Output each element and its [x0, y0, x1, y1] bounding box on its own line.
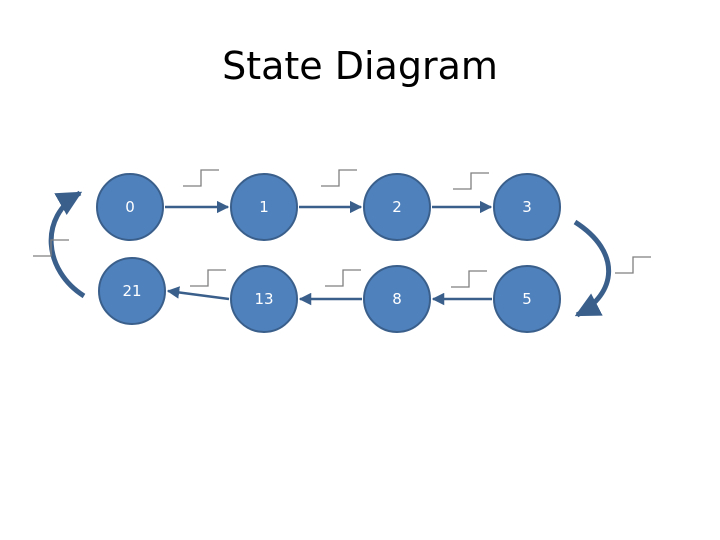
- state-label: 5: [522, 290, 532, 308]
- rising-edge-icon: [33, 239, 69, 257]
- state-node-s2: 2: [363, 173, 431, 241]
- transition-s3-to-s5: [573, 219, 612, 318]
- state-label: 3: [522, 198, 532, 216]
- state-circle: [230, 265, 298, 333]
- page-title: State Diagram: [222, 44, 498, 88]
- state-label: 1: [259, 198, 269, 216]
- rising-edge-icon: [190, 269, 226, 287]
- state-circle: [96, 173, 164, 241]
- state-node-s5: 5: [493, 265, 561, 333]
- state-circle: [363, 173, 431, 241]
- state-label: 2: [392, 198, 402, 216]
- state-label: 21: [122, 282, 141, 300]
- rising-edge-icon: [321, 169, 357, 187]
- state-circle: [98, 257, 166, 325]
- state-node-s3: 3: [493, 173, 561, 241]
- state-label: 8: [392, 290, 402, 308]
- rising-edge-icon: [615, 256, 651, 274]
- state-circle: [493, 173, 561, 241]
- rising-edge-icon: [325, 269, 361, 287]
- state-circle: [363, 265, 431, 333]
- state-node-s21: 21: [98, 257, 166, 325]
- state-node-s13: 13: [230, 265, 298, 333]
- rising-edge-icon: [451, 270, 487, 288]
- state-node-s8: 8: [363, 265, 431, 333]
- transition-s21-to-s0: [48, 190, 86, 299]
- state-node-s0: 0: [96, 173, 164, 241]
- state-circle: [230, 173, 298, 241]
- state-label: 0: [125, 198, 135, 216]
- rising-edge-icon: [453, 172, 489, 190]
- rising-edge-icon: [183, 169, 219, 187]
- state-label: 13: [254, 290, 273, 308]
- state-circle: [493, 265, 561, 333]
- transition-s13-to-s21: [166, 286, 230, 301]
- state-node-s1: 1: [230, 173, 298, 241]
